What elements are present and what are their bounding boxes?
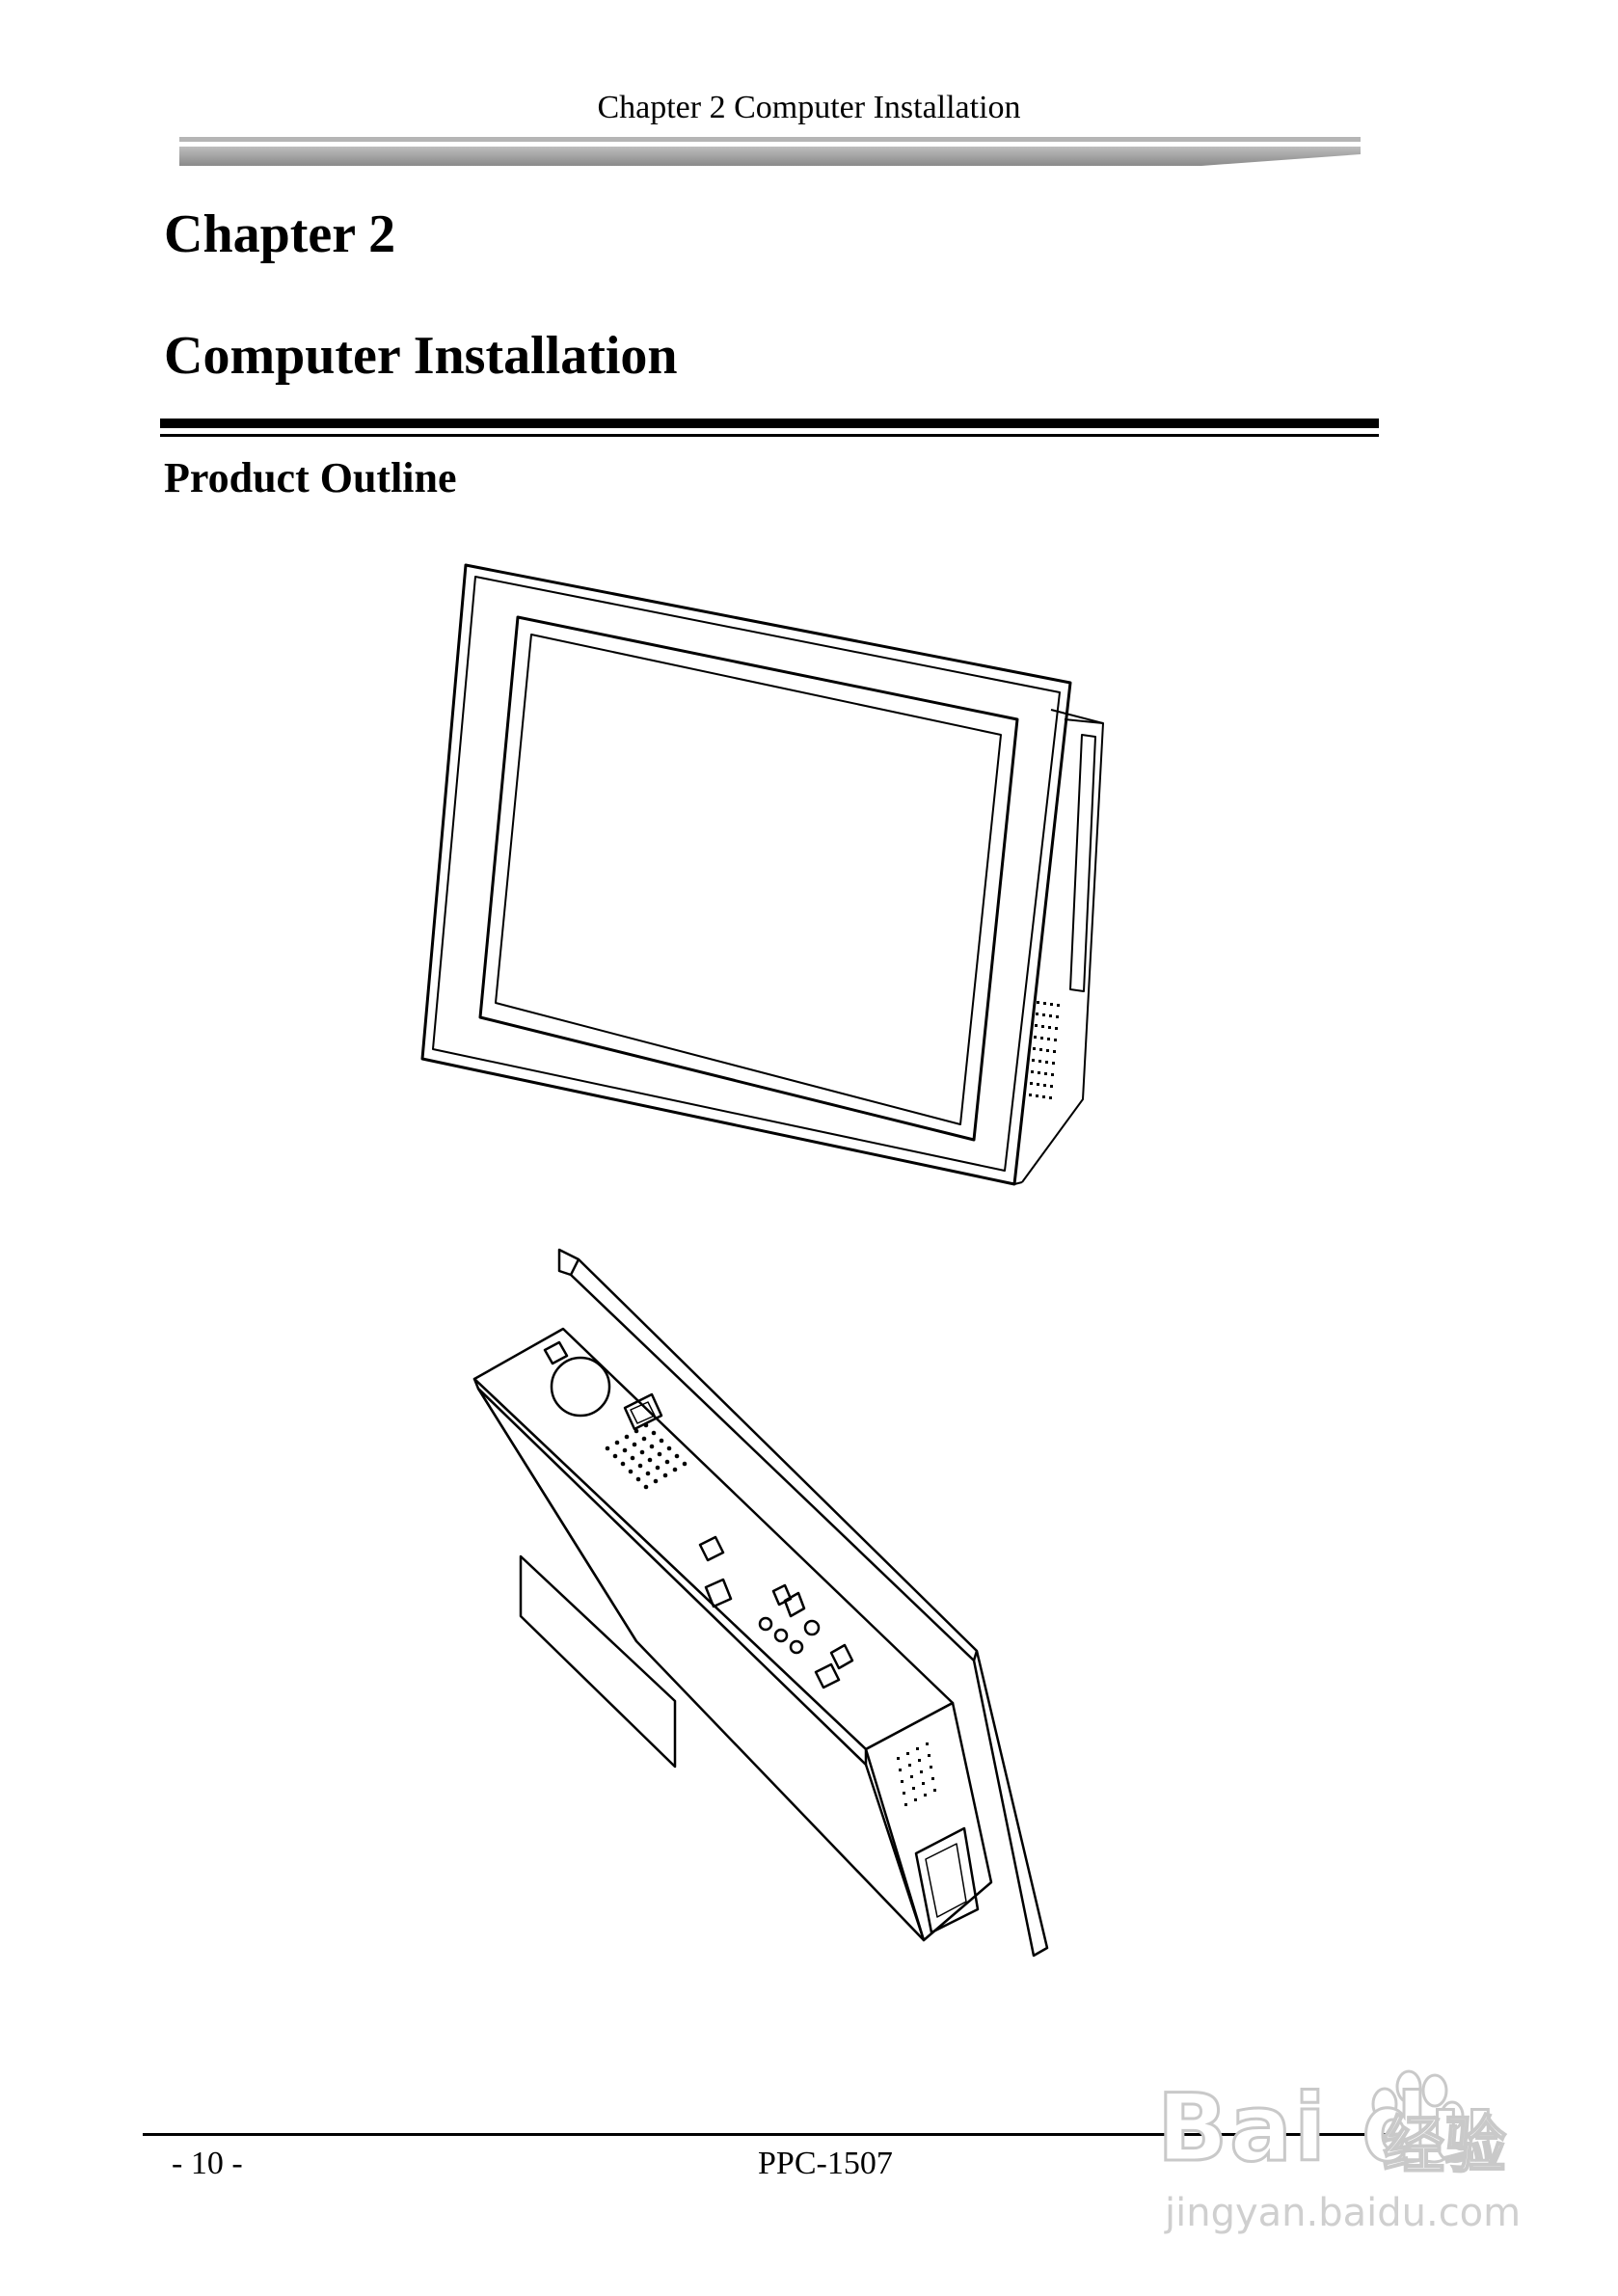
title-rule-thick (160, 419, 1379, 428)
footer-rule (143, 2133, 1394, 2136)
header-rule (179, 137, 1361, 166)
model-name: PPC-1507 (758, 2146, 893, 2181)
watermark-brand-cn: 经验 (1382, 2110, 1507, 2183)
title-rule-thin (160, 434, 1379, 437)
paw-icon (1371, 2069, 1465, 2164)
panel-pc-rear-view-illustration (472, 1248, 1049, 1958)
section-heading: Product Outline (164, 454, 457, 501)
panel-pc-front-view-illustration (420, 563, 1104, 1186)
page-number: - 10 - (172, 2146, 243, 2181)
running-header: Chapter 2 Computer Installation (597, 90, 1021, 125)
chapter-number: Chapter 2 (164, 204, 396, 264)
baidu-jingyan-watermark: Bai du 经验 jingyan.baidu.com (1140, 2066, 1545, 2255)
watermark-url: jingyan.baidu.com (1165, 2191, 1522, 2235)
watermark-logo-text: Bai du (1155, 2074, 1498, 2183)
chapter-title: Computer Installation (164, 326, 678, 386)
